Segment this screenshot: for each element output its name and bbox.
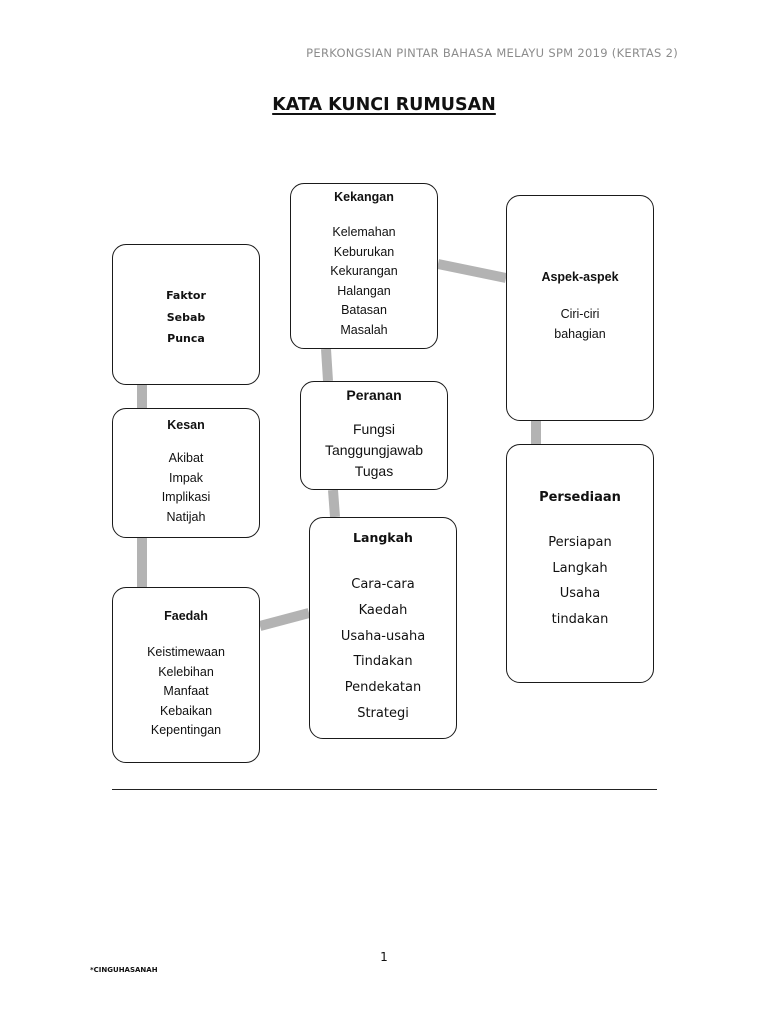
box-persediaan: Persediaan Persiapan Langkah Usaha tinda… bbox=[506, 444, 654, 683]
box-item: Sebab bbox=[166, 310, 206, 324]
box-item: Usaha bbox=[559, 586, 601, 602]
box-peranan: Peranan Fungsi Tanggungjawab Tugas bbox=[300, 381, 448, 490]
connector-faedah-langkah bbox=[258, 608, 311, 631]
document-title: KATA KUNCI RUMUSAN bbox=[0, 95, 768, 115]
box-item: Persiapan bbox=[548, 535, 612, 550]
box-item: Keburukan bbox=[333, 244, 395, 259]
box-item: Punca bbox=[167, 332, 205, 345]
box-item: Natijah bbox=[166, 509, 206, 524]
page-number: 1 bbox=[380, 950, 388, 964]
box-item: Kekurangan bbox=[330, 264, 398, 279]
box-item: Kelemahan bbox=[332, 225, 396, 239]
box-heading: Langkah bbox=[353, 530, 413, 545]
box-item: Impak bbox=[168, 470, 204, 485]
box-item: Langkah bbox=[552, 560, 608, 576]
box-heading: Kesan bbox=[167, 418, 205, 432]
connector-peranan-langkah bbox=[328, 489, 340, 518]
box-item: Kaedah bbox=[358, 602, 408, 618]
box-item: Akibat bbox=[168, 451, 204, 465]
box-item: tindakan bbox=[551, 611, 609, 627]
box-kekangan: Kekangan Kelemahan Keburukan Kekurangan … bbox=[290, 183, 438, 349]
box-item: Halangan bbox=[337, 283, 391, 298]
box-aspek-aspek: Aspek-aspek Ciri-ciri bahagian bbox=[506, 195, 654, 421]
box-faktor: Faktor Sebab Punca bbox=[112, 244, 260, 385]
horizontal-rule bbox=[112, 789, 657, 790]
box-item: Kelebihan bbox=[158, 664, 214, 679]
box-item: Batasan bbox=[341, 303, 387, 318]
box-langkah: Langkah Cara-cara Kaedah Usaha-usaha Tin… bbox=[309, 517, 457, 739]
box-faedah: Faedah Keistimewaan Kelebihan Manfaat Ke… bbox=[112, 587, 260, 763]
box-item: Usaha-usaha bbox=[340, 628, 426, 644]
box-item: Implikasi bbox=[161, 490, 211, 505]
box-item: Tindakan bbox=[353, 654, 413, 670]
box-item: Keistimewaan bbox=[147, 645, 225, 659]
box-heading: Kekangan bbox=[334, 190, 394, 204]
document-title-text: KATA KUNCI RUMUSAN bbox=[272, 95, 496, 115]
footer-note: *CINGUHASANAH bbox=[90, 966, 158, 974]
box-item: Kepentingan bbox=[150, 723, 222, 738]
box-item: Faktor bbox=[166, 289, 206, 302]
box-item: Strategi bbox=[357, 705, 409, 721]
box-kesan: Kesan Akibat Impak Implikasi Natijah bbox=[112, 408, 260, 538]
box-item: Kebaikan bbox=[159, 703, 213, 718]
box-item: Tugas bbox=[354, 463, 394, 479]
box-heading: Peranan bbox=[346, 387, 402, 403]
box-item: Manfaat bbox=[163, 684, 209, 699]
connector-kekangan-peranan bbox=[321, 348, 333, 382]
connector-kekangan-aspek bbox=[436, 259, 508, 283]
box-heading: Persediaan bbox=[539, 490, 621, 505]
page-header: PERKONGSIAN PINTAR BAHASA MELAYU SPM 201… bbox=[306, 46, 678, 60]
box-heading: Aspek-aspek bbox=[541, 270, 619, 284]
box-item: Cara-cara bbox=[351, 577, 415, 592]
box-item: Pendekatan bbox=[344, 680, 422, 696]
box-item: Ciri-ciri bbox=[560, 307, 600, 321]
box-item: Tanggungjawab bbox=[324, 442, 424, 458]
box-item: Masalah bbox=[340, 322, 388, 337]
box-item: Fungsi bbox=[352, 421, 396, 437]
box-heading: Faedah bbox=[164, 609, 208, 623]
box-item: bahagian bbox=[554, 326, 606, 341]
